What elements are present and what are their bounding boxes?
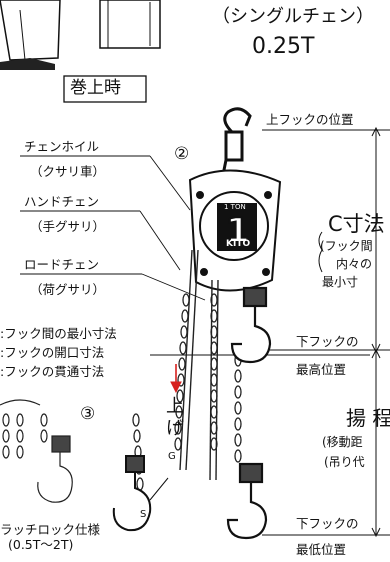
up-text-2: げ	[166, 418, 184, 439]
c-desc-1: (フック間	[320, 239, 373, 253]
c-dimension-label: C寸法	[328, 212, 385, 236]
hand-chain-label: ハンドチェン	[24, 194, 100, 209]
lower-hook-bottom-label: 最低位置	[296, 542, 347, 557]
hoist-body: 1	[188, 169, 282, 292]
lift-label: 揚 程	[346, 406, 390, 430]
chain-wheel-label: チェンホイル	[24, 139, 100, 154]
type-line: （シングルチェン）	[212, 6, 374, 27]
caption-box	[63, 75, 147, 103]
hand-chain-sub: （手グサリ）	[30, 219, 106, 234]
legend-item-g: :フックの貫通寸法	[0, 364, 105, 379]
callout-number-2: ②	[174, 144, 190, 164]
brand-label: KITO	[226, 239, 251, 249]
callout-number-3: ③	[80, 404, 96, 424]
chain-links	[132, 293, 242, 507]
legend-item-s: :フックの開口寸法	[0, 345, 105, 360]
svg-text:1: 1	[226, 211, 250, 251]
lower-hook-top-label: 最高位置	[296, 362, 347, 377]
dimension-lines	[262, 126, 390, 538]
dimension-s-label: S	[140, 509, 147, 520]
caption-label: 巻上時	[70, 78, 121, 98]
c-desc-3: 最小寸	[322, 275, 359, 289]
load-chain-sub: （荷グサリ）	[30, 282, 106, 297]
lower-hook-top	[230, 286, 272, 364]
detail-sketch	[0, 399, 73, 503]
lower-hook-label-b: 下フックの	[296, 516, 359, 531]
legend-item-c: :フック間の最小寸法	[0, 326, 117, 341]
ton-label: 1 TON	[224, 203, 246, 211]
chain-wheel-sub: （クサリ車）	[30, 164, 106, 179]
upper-hook-position: 上フックの位置	[266, 112, 354, 127]
operator-figure	[0, 0, 161, 70]
lift-desc-1: (移動距	[322, 435, 363, 449]
latch-hook-detail	[112, 455, 169, 532]
up-text-1: 上	[166, 396, 184, 417]
latch-lock-label: ラッチロック仕様	[0, 522, 101, 537]
lower-hook-bottom	[226, 462, 268, 540]
capacity-label: 0.25T	[252, 34, 315, 59]
lower-hook-label-a: 下フックの	[296, 334, 359, 349]
dimension-g-label: G	[168, 451, 176, 462]
load-chain-label: ロードチェン	[24, 257, 100, 272]
latch-lock-range: (0.5T〜2T)	[8, 537, 74, 552]
lift-arrow	[170, 364, 182, 394]
lift-desc-2: (吊り代	[324, 455, 365, 469]
c-desc-2: 内々の	[336, 257, 373, 271]
